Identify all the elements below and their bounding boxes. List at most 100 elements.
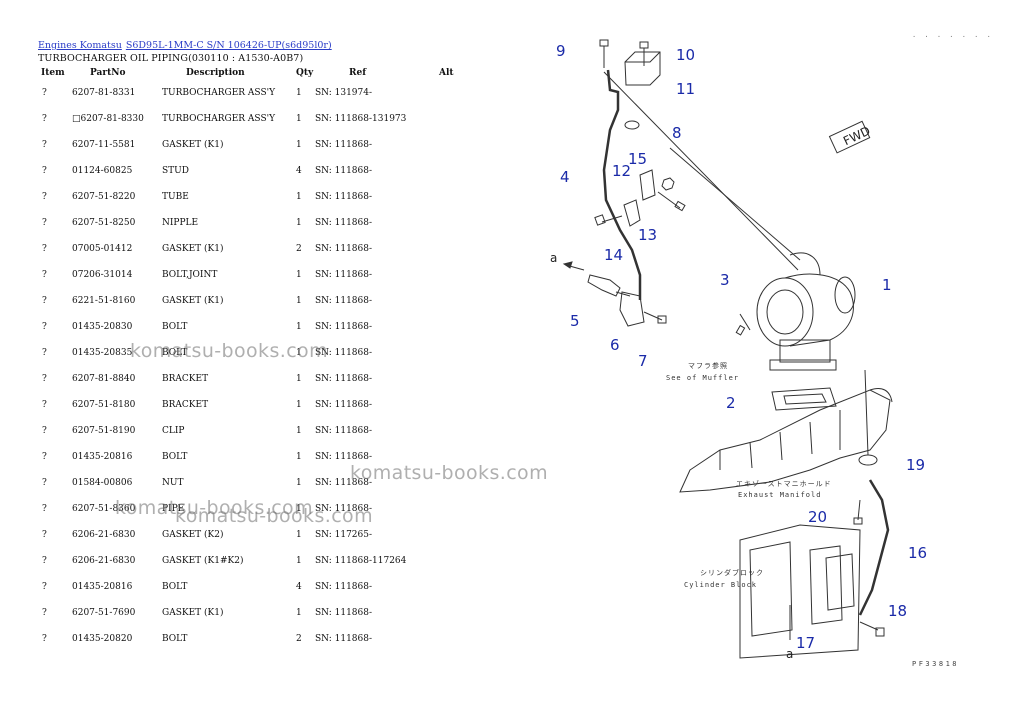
cell-qty: 1 <box>296 530 302 540</box>
cell-alt <box>439 184 469 210</box>
cell-description: TURBOCHARGER ASS'Y <box>162 114 276 124</box>
col-header-description: Description <box>186 68 245 78</box>
cell-partno: 6206-21-6830 <box>72 556 136 566</box>
cell-qty: 1 <box>296 348 302 358</box>
cell-description: GASKET (K2) <box>162 530 224 540</box>
cell-partno: 01584-00806 <box>72 478 133 488</box>
cell-description: GASKET (K1) <box>162 140 224 150</box>
cell-ref: SN: 111868- <box>315 426 373 436</box>
cell-qty: 1 <box>296 426 302 436</box>
cell-partno: 6207-51-8190 <box>72 426 136 436</box>
cell-description: BOLT <box>162 634 188 644</box>
callout-9: 9 <box>556 42 566 60</box>
muffler-label-jp: マフラ参照 <box>688 361 728 370</box>
cell-partno: 6221-51-8160 <box>72 296 136 306</box>
fwd-indicator <box>828 120 871 154</box>
cell-partno: 01435-20830 <box>72 322 133 332</box>
cell-alt <box>439 288 469 314</box>
callout-3: 3 <box>720 271 730 289</box>
cell-partno: 07005-01412 <box>72 244 133 254</box>
manifold-label-jp: エキゾーストマニホールド <box>736 480 832 488</box>
cell-ref: SN: 117265- <box>315 530 373 540</box>
cell-item: ? <box>42 556 47 566</box>
cell-qty: 1 <box>296 608 302 618</box>
cell-alt <box>439 392 469 418</box>
bolt-20 <box>853 517 863 525</box>
cell-description: TUBE <box>162 192 189 202</box>
cell-item: ? <box>42 140 47 150</box>
clip-13 <box>623 199 641 227</box>
cell-qty: 2 <box>296 244 302 254</box>
table-row: ? 6207-51-8190 CLIP 1 SN: 111868- <box>36 418 469 444</box>
callout-2: 2 <box>726 394 736 412</box>
cell-alt <box>439 236 469 262</box>
cell-ref: SN: 111868- <box>315 374 373 384</box>
watermark: komatsu-books.com <box>130 340 328 362</box>
callout-15: 15 <box>628 150 647 168</box>
callout-10: 10 <box>676 46 695 64</box>
cell-item: ? <box>42 88 47 98</box>
cell-description: BRACKET <box>162 400 209 410</box>
cell-description: NUT <box>162 478 184 488</box>
cell-qty: 1 <box>296 192 302 202</box>
cylinder-block <box>739 524 861 659</box>
tube-4 <box>602 69 642 300</box>
pipe-16 <box>858 479 890 616</box>
cell-ref: SN: 111868- <box>315 400 373 410</box>
callout-8: 8 <box>672 124 682 142</box>
cell-partno: 07206-31014 <box>72 270 133 280</box>
watermark: komatsu-books.com <box>350 462 548 484</box>
cell-ref: SN: 111868- <box>315 608 373 618</box>
cell-description: BOLT <box>162 452 188 462</box>
cell-partno: 6207-51-8180 <box>72 400 136 410</box>
cell-item: ? <box>42 192 47 202</box>
cell-description: CLIP <box>162 426 185 436</box>
cell-item: ? <box>42 452 47 462</box>
cell-alt <box>439 80 469 106</box>
cell-alt <box>439 314 469 340</box>
cell-description: BOLT <box>162 582 188 592</box>
cell-qty: 1 <box>296 114 302 124</box>
fwd-label: FWD <box>841 124 872 149</box>
cell-item: ? <box>42 296 47 306</box>
bracket-11 <box>624 51 661 86</box>
cell-alt <box>439 496 469 522</box>
breadcrumb-link-model[interactable]: S6D95L-1MM-C S/N 106426-UP(s6d95l0r) <box>125 40 332 51</box>
cell-qty: 1 <box>296 452 302 462</box>
cell-item: ? <box>42 270 47 280</box>
bolt-14 <box>594 214 606 226</box>
cell-qty: 4 <box>296 166 302 176</box>
cell-item: ? <box>42 426 47 436</box>
cell-item: ? <box>42 322 47 332</box>
cell-ref: SN: 111868- <box>315 504 373 514</box>
cell-partno: 01435-20820 <box>72 634 133 644</box>
cell-qty: 1 <box>296 556 302 566</box>
cell-qty: 4 <box>296 582 302 592</box>
cell-ref: SN: 111868- <box>315 296 373 306</box>
callout-18: 18 <box>888 602 907 620</box>
col-header-partno: PartNo <box>90 68 126 78</box>
callout-20: 20 <box>808 508 827 526</box>
cell-description: GASKET (K1) <box>162 608 224 618</box>
cell-description: TURBOCHARGER ASS'Y <box>162 88 276 98</box>
col-header-alt: Alt <box>439 68 454 78</box>
gasket-17 <box>825 553 855 611</box>
cell-qty: 1 <box>296 140 302 150</box>
cell-description: STUD <box>162 166 189 176</box>
cell-item: ? <box>42 400 47 410</box>
cell-alt <box>439 548 469 574</box>
cell-ref: SN: 111868- <box>315 322 373 332</box>
cell-partno: 6206-21-6830 <box>72 530 136 540</box>
cell-ref: SN: 111868- <box>315 192 373 202</box>
cell-ref: SN: 111868- <box>315 140 373 150</box>
nut-15 <box>661 177 675 191</box>
bolt-18 <box>875 627 885 637</box>
breadcrumb-link-engines[interactable]: Engines Komatsu <box>38 40 122 51</box>
